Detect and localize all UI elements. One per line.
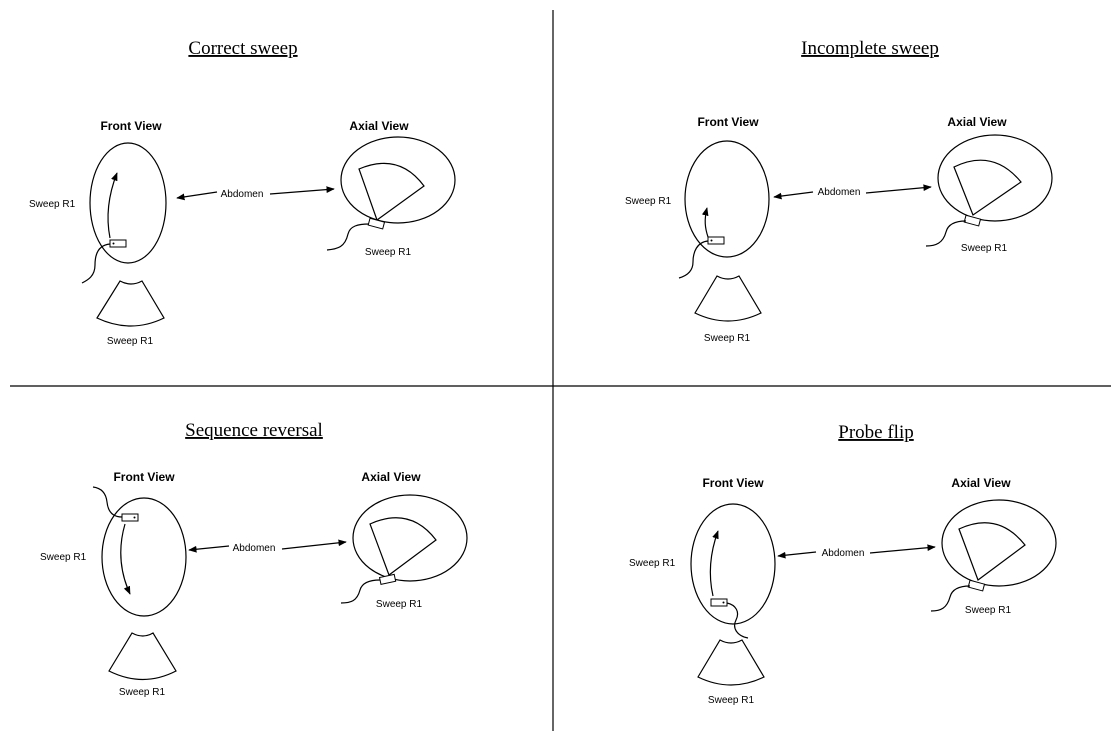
probe-marker-dot [112, 242, 115, 245]
panel-title: Incomplete sweep [801, 38, 939, 59]
probe-cable [81, 243, 111, 284]
panel-correct-sweep: Correct sweep Front View Axial View Abdo… [29, 38, 456, 347]
panel-sequence-reversal: Sequence reversal Front View Axial View … [40, 420, 468, 698]
axial-probe-cable [925, 220, 967, 247]
front-view-header: Front View [697, 115, 759, 129]
abdomen-label: Abdomen [233, 543, 276, 554]
front-view-header: Front View [113, 470, 175, 484]
axial-sweep-sector [358, 162, 425, 221]
axial-sweep-sector [953, 159, 1022, 216]
panel-title: Sequence reversal [185, 420, 323, 441]
probe-cable [92, 486, 123, 518]
ultrasound-fan-icon [96, 280, 165, 327]
abdomen-arrow-front [188, 545, 230, 553]
axial-sweep-label: Sweep R1 [965, 605, 1012, 616]
probe-icon [707, 236, 725, 245]
abdomen-axial-outline [937, 134, 1053, 222]
axial-sweep-sector [958, 522, 1026, 581]
abdomen-arrow-front [777, 551, 817, 559]
abdomen-label: Abdomen [221, 189, 264, 200]
axial-probe-icon [967, 579, 986, 592]
axial-sweep-label: Sweep R1 [961, 243, 1008, 254]
sweep-direction-arrow [709, 530, 719, 597]
probe-icon [121, 513, 139, 522]
fan-sweep-label: Sweep R1 [708, 695, 755, 706]
axial-sweep-label: Sweep R1 [365, 247, 412, 258]
abdomen-label: Abdomen [818, 187, 861, 198]
abdomen-front-outline [684, 140, 770, 258]
abdomen-arrow-front [773, 191, 814, 200]
front-sweep-label: Sweep R1 [629, 558, 676, 569]
axial-sweep-label: Sweep R1 [376, 599, 423, 610]
front-view-header: Front View [100, 119, 162, 133]
probe-marker-dot [133, 516, 136, 519]
panel-probe-flip: Probe flip Front View Axial View Abdomen… [629, 422, 1057, 706]
probe-icon [109, 239, 127, 248]
abdomen-label: Abdomen [822, 548, 865, 559]
axial-probe-icon [367, 217, 386, 230]
panel-title: Correct sweep [188, 38, 297, 59]
front-sweep-label: Sweep R1 [625, 196, 672, 207]
sweep-direction-arrow [120, 523, 131, 595]
abdomen-front-outline [89, 142, 167, 264]
fan-sweep-label: Sweep R1 [119, 687, 166, 698]
abdomen-front-outline [101, 497, 187, 617]
front-view-header: Front View [702, 476, 764, 490]
fan-sweep-label: Sweep R1 [107, 336, 154, 347]
abdomen-arrow-front [176, 191, 218, 201]
axial-view-header: Axial View [951, 476, 1011, 490]
front-sweep-label: Sweep R1 [40, 552, 87, 563]
sweep-direction-arrow [107, 172, 118, 239]
probe-cable [678, 240, 709, 279]
abdomen-axial-outline [941, 499, 1057, 587]
axial-sweep-sector [369, 517, 437, 576]
sweep-direction-arrow [701, 207, 709, 238]
abdomen-axial-outline [340, 136, 456, 224]
probe-marker-dot [710, 239, 713, 242]
abdomen-arrow-axial [269, 186, 335, 195]
panel-title: Probe flip [838, 422, 913, 443]
ultrasound-fan-icon [108, 632, 177, 680]
abdomen-arrow-axial [281, 539, 347, 550]
axial-view-header: Axial View [947, 115, 1007, 129]
probe-cable [726, 602, 749, 639]
axial-probe-icon [963, 214, 982, 227]
abdomen-arrow-axial [869, 544, 936, 554]
axial-probe-cable [340, 579, 381, 604]
ultrasound-fan-icon [697, 639, 765, 686]
fan-sweep-label: Sweep R1 [704, 333, 751, 344]
probe-icon [710, 598, 728, 607]
axial-probe-cable [930, 585, 971, 612]
axial-view-header: Axial View [361, 470, 421, 484]
abdomen-front-outline [690, 503, 776, 625]
abdomen-axial-outline [352, 494, 468, 582]
probe-marker-dot [722, 601, 725, 604]
axial-view-header: Axial View [349, 119, 409, 133]
abdomen-arrow-axial [865, 184, 932, 194]
ultrasound-fan-icon [694, 275, 762, 322]
panel-incomplete-sweep: Incomplete sweep Front View Axial View A… [625, 38, 1053, 344]
axial-probe-cable [326, 223, 370, 251]
axial-probe-icon [378, 573, 397, 585]
front-sweep-label: Sweep R1 [29, 199, 76, 210]
